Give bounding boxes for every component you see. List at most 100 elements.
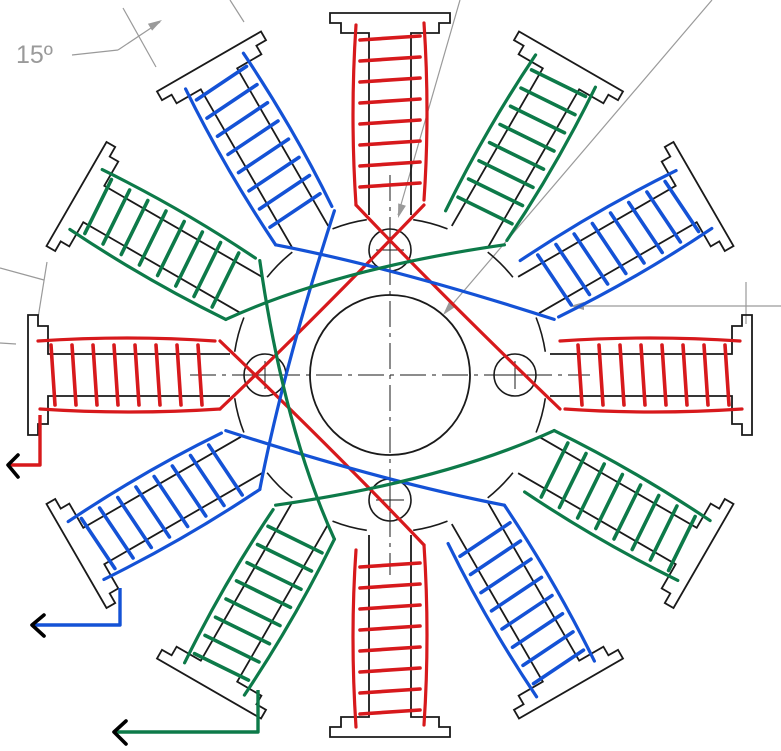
coil-turn — [666, 514, 697, 573]
yoke-arc — [413, 218, 448, 230]
coil-turn — [188, 453, 226, 508]
coil-turn — [170, 464, 208, 518]
coil-turn — [630, 493, 661, 552]
coil-side — [518, 169, 678, 263]
coil-turn — [358, 97, 422, 105]
coil-turn — [358, 582, 422, 590]
coil-turn — [618, 343, 626, 407]
coil-side — [241, 51, 334, 208]
coil-turn — [255, 542, 314, 573]
coil-turn — [210, 251, 241, 309]
coil-turn — [479, 557, 533, 595]
yoke-arc — [332, 520, 367, 532]
coil-side — [100, 168, 257, 260]
coil-interconnect — [274, 243, 556, 321]
coil-side — [563, 407, 744, 414]
coil-turn — [268, 191, 322, 229]
coil-side — [183, 508, 275, 665]
coil-turn — [358, 181, 422, 189]
extension-line — [229, 0, 245, 23]
extension-line — [0, 267, 45, 281]
coil-turn — [83, 177, 114, 236]
coil-turn — [500, 593, 554, 631]
coil-turn — [234, 579, 293, 610]
coil-interconnect — [258, 209, 336, 491]
terminal-arrow-icon — [112, 719, 128, 746]
coil-side — [38, 407, 222, 414]
coil-side — [558, 336, 742, 343]
coil-turn — [247, 155, 301, 193]
coil-turn — [236, 137, 291, 175]
coil-turn — [358, 666, 422, 674]
stator-tooth — [517, 436, 735, 610]
stator-outline — [27, 12, 753, 738]
coil-side — [502, 503, 596, 663]
angle-leader — [71, 49, 119, 56]
coil-turn — [358, 118, 422, 126]
coil-side — [422, 543, 429, 727]
coil-turn — [612, 483, 643, 541]
leader-arrow — [398, 203, 406, 218]
coil-turn — [226, 119, 280, 157]
coil-side — [523, 490, 680, 582]
stator-tooth — [155, 502, 329, 720]
coil-turn — [508, 104, 567, 135]
coil-turn — [575, 462, 606, 520]
coil-turn — [155, 219, 186, 278]
stator-tooth — [550, 314, 753, 436]
coil-turn — [519, 86, 577, 117]
coil-turn — [510, 611, 565, 650]
stator-tooth — [27, 314, 230, 436]
coil-windings — [36, 21, 744, 729]
coil-side — [36, 336, 217, 343]
coil-turn — [115, 495, 154, 550]
yoke-arc — [233, 317, 245, 352]
phase-terminal-lead — [34, 588, 122, 627]
terminal-arrow-icon — [30, 613, 46, 638]
stator-tooth — [155, 30, 329, 248]
coil-turn — [194, 64, 249, 102]
coil-interconnect — [218, 203, 426, 411]
coil-turn — [468, 539, 523, 577]
coil-turn — [70, 343, 78, 407]
coil-turn — [91, 343, 99, 407]
coil-turn — [154, 343, 162, 407]
coil-turn — [358, 603, 422, 611]
coil-turn — [192, 240, 223, 299]
coil-turn — [639, 343, 647, 407]
yoke-arc — [487, 251, 514, 278]
coil-turn — [358, 687, 422, 695]
yoke-arc — [266, 472, 293, 499]
coil-turn — [175, 343, 183, 407]
coil-turn — [79, 516, 117, 571]
coil-turn — [192, 651, 251, 682]
coil-turn — [97, 506, 135, 560]
coil-side — [66, 431, 223, 524]
coil-turn — [554, 242, 592, 297]
coil-side — [184, 87, 278, 247]
stator-tooth — [329, 12, 451, 215]
leader-line — [397, 0, 461, 216]
coil-interconnect — [218, 339, 426, 547]
coil-side — [351, 23, 358, 207]
coil-turn — [224, 597, 282, 628]
coil-turn — [101, 188, 132, 246]
coil-turn — [663, 179, 701, 234]
coil-side — [102, 487, 262, 581]
coil-turn — [152, 474, 190, 529]
coil-turn — [203, 633, 261, 664]
mounting-holes — [190, 175, 590, 575]
coil-turn — [723, 343, 731, 407]
coil-turn — [358, 139, 422, 147]
coil-turn — [266, 524, 324, 555]
coil-turn — [590, 221, 628, 276]
coil-turn — [358, 160, 422, 168]
stator-tooth — [517, 140, 735, 314]
stator-tooth — [45, 436, 263, 610]
yoke-arc — [266, 251, 293, 278]
coil-turn — [133, 343, 141, 407]
coil-interconnect — [258, 259, 336, 541]
coil-turn — [572, 232, 610, 286]
yoke-arc — [233, 398, 245, 433]
